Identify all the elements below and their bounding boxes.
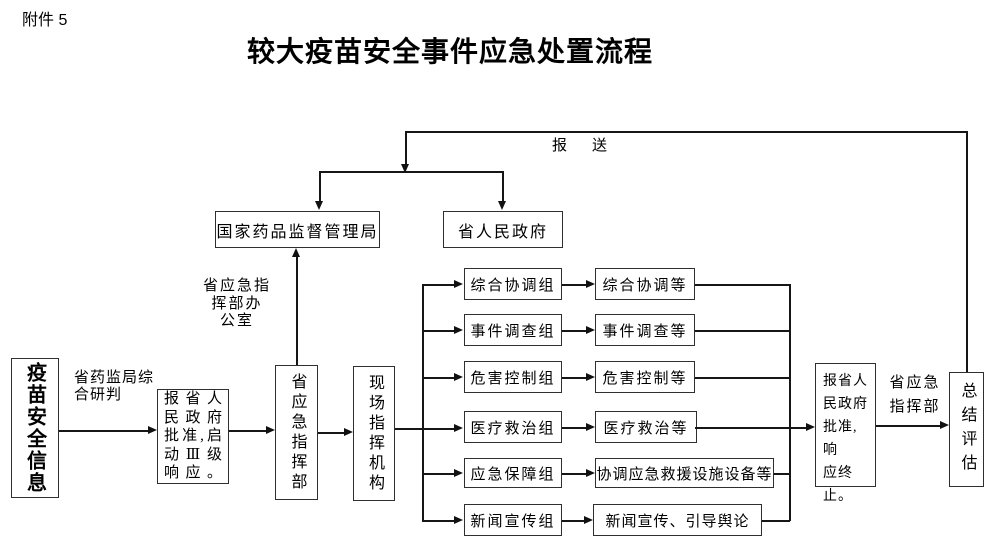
task-box-support: 协调应急救援设施设备等 bbox=[595, 458, 774, 488]
arrowhead-right bbox=[454, 424, 463, 432]
command-dept-label: 省应急 指挥部 bbox=[889, 375, 941, 415]
prov-gov-box: 省人民政府 bbox=[443, 211, 563, 248]
flow-line bbox=[422, 284, 424, 521]
arrowhead-right bbox=[584, 516, 593, 524]
end-approve-box: 报省人 民政府 批准,响 应终 止。 bbox=[815, 363, 876, 504]
task-box-coordination: 综合协调等 bbox=[595, 268, 695, 300]
flow-line bbox=[319, 171, 321, 202]
task-box-investigation: 事件调查等 bbox=[595, 314, 695, 346]
approve-start-text: 报省人 民政府 批准,启 动Ⅲ级 响应。 bbox=[164, 391, 222, 482]
flow-line bbox=[422, 520, 455, 522]
flow-line bbox=[422, 284, 455, 286]
arrowhead-right bbox=[454, 326, 463, 334]
flow-line bbox=[395, 428, 455, 430]
group-box-publicity: 新闻宣传组 bbox=[464, 504, 562, 536]
assessment-label: 省药监局综 合研判 bbox=[74, 370, 155, 403]
arrowhead-right bbox=[940, 421, 949, 429]
flow-line bbox=[695, 330, 790, 332]
arrowhead-right bbox=[454, 280, 463, 288]
flow-line bbox=[562, 427, 587, 429]
flow-line bbox=[502, 171, 504, 202]
nmpa-box: 国家药品监督管理局 bbox=[215, 211, 380, 248]
arrowhead-right bbox=[586, 423, 595, 431]
task-box-medical: 医疗救治等 bbox=[595, 411, 697, 443]
flow-line bbox=[695, 427, 807, 429]
flow-line bbox=[318, 432, 345, 434]
group-box-support: 应急保障组 bbox=[464, 458, 562, 488]
flow-line bbox=[966, 131, 968, 372]
arrowhead-right bbox=[454, 373, 463, 381]
arrowhead-up bbox=[292, 248, 300, 257]
flow-line bbox=[695, 284, 790, 286]
flow-line bbox=[320, 171, 504, 173]
prov-command-box: 省应急指挥部 bbox=[275, 365, 318, 500]
flow-line bbox=[296, 257, 298, 365]
flow-line bbox=[229, 430, 267, 432]
flow-line bbox=[789, 284, 791, 521]
office-label: 省应急指 挥部办 公室 bbox=[202, 278, 271, 329]
flow-line bbox=[422, 330, 455, 332]
arrowhead-right bbox=[586, 373, 595, 381]
flow-line bbox=[405, 131, 407, 164]
flow-line bbox=[59, 430, 149, 432]
arrowhead-down bbox=[401, 164, 409, 173]
flow-line bbox=[562, 330, 587, 332]
page-title: 较大疫苗安全事件应急处置流程 bbox=[246, 37, 653, 68]
flow-line bbox=[422, 473, 455, 475]
approve-start-box: 报省人 民政府 批准,启 动Ⅲ级 响应。 bbox=[157, 389, 229, 484]
flow-line bbox=[562, 284, 587, 286]
task-box-hazard-control: 危害控制等 bbox=[595, 361, 695, 393]
group-box-medical: 医疗救治组 bbox=[464, 411, 562, 443]
arrowhead-right bbox=[344, 428, 353, 436]
flow-line bbox=[876, 425, 941, 427]
group-box-investigation: 事件调查组 bbox=[464, 314, 562, 346]
arrowhead-right bbox=[148, 426, 157, 434]
arrowhead-right bbox=[586, 326, 595, 334]
flow-line bbox=[562, 377, 587, 379]
arrowhead-right bbox=[586, 280, 595, 288]
task-box-publicity: 新闻宣传、引导舆论 bbox=[593, 504, 762, 536]
arrowhead-down bbox=[498, 201, 506, 210]
flow-line bbox=[406, 131, 967, 133]
flow-line bbox=[695, 377, 790, 379]
field-command-box: 现场指挥机构 bbox=[353, 366, 395, 501]
flow-line bbox=[562, 520, 585, 522]
flow-line bbox=[562, 473, 587, 475]
attachment-label: 附件 5 bbox=[22, 12, 68, 29]
vaccine-info-box: 疫苗安全信息 bbox=[11, 358, 59, 498]
end-approve-text: 报省人 民政府 批准,响 应终 止。 bbox=[823, 374, 868, 504]
arrowhead-right bbox=[266, 426, 275, 434]
flow-line bbox=[774, 473, 790, 475]
flow-line bbox=[422, 377, 455, 379]
group-box-hazard-control: 危害控制组 bbox=[464, 361, 562, 393]
arrowhead-right bbox=[454, 469, 463, 477]
summary-box: 总结评估 bbox=[949, 372, 984, 487]
report-label: 报 送 bbox=[552, 138, 613, 154]
flow-line bbox=[762, 520, 790, 522]
arrowhead-down bbox=[315, 201, 323, 210]
group-box-coordination: 综合协调组 bbox=[464, 268, 562, 300]
arrowhead-right bbox=[806, 423, 815, 431]
arrowhead-right bbox=[586, 469, 595, 477]
arrowhead-right bbox=[454, 516, 463, 524]
